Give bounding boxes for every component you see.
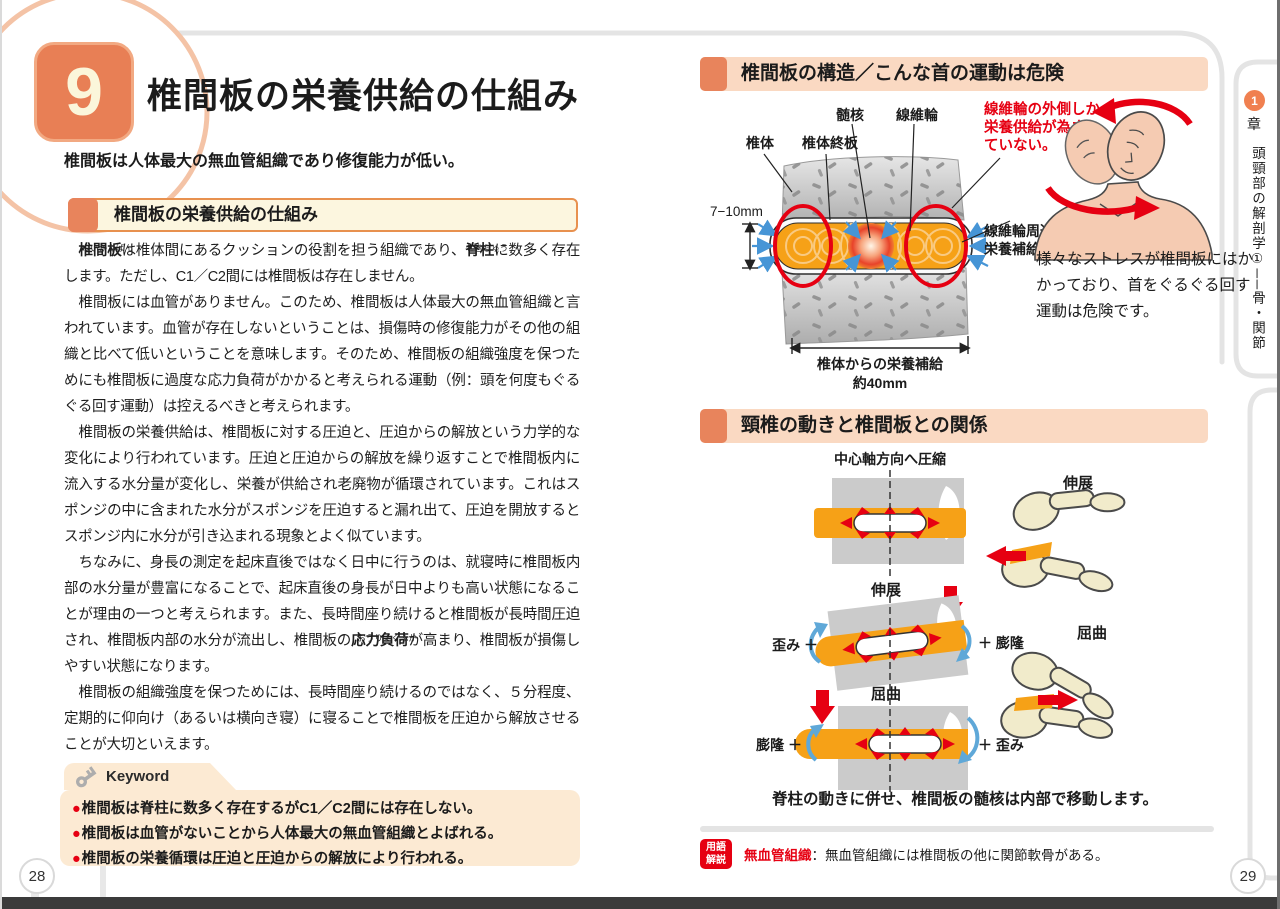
extension-spine-figure: [986, 462, 1132, 602]
furigana: ついかんばん: [81, 243, 133, 253]
glossary-divider: [700, 826, 1214, 832]
nucleus-pulposus: [848, 223, 894, 269]
lead-sentence: 椎間板は人体最大の無血管組織であり修復能力が低い。: [64, 153, 464, 170]
label-body-supply: 椎体からの栄養補給: [816, 356, 944, 372]
extension-diagram: [815, 595, 969, 691]
disc-diagram: [769, 217, 973, 275]
bullet-icon: ●: [72, 851, 81, 867]
cervical-movement-figure: 中心軸方向へ圧縮 伸展 伸展: [756, 451, 1132, 792]
label-axial-compression: 中心軸方向へ圧縮: [834, 451, 946, 467]
label-extension: 伸展: [870, 581, 901, 599]
furigana: せきちゅう: [465, 243, 509, 253]
keyword-tab: Keyword: [64, 763, 236, 790]
chapter-tab-number: 1: [1251, 93, 1258, 108]
page-number-right: 29: [1230, 858, 1266, 894]
text-segment: 椎間板の栄養供給は、椎間板に対する圧迫と、圧迫からの解放という力学的な変化により…: [64, 425, 580, 545]
article: ついかんばん椎間板は椎体間にあるクッションの役割を担う組織であり、せきちゅう脊柱…: [64, 238, 580, 758]
bullet-icon: ●: [72, 826, 81, 842]
body-paragraph: 椎間板の組織強度を保つためには、長時間座り続けるのではなく、５分程度、定期的に仰…: [64, 680, 580, 758]
keyword-item: ●椎間板の栄養循環は圧迫と圧迫からの解放により行われる。: [72, 851, 473, 867]
red-note-line3: ていない。: [984, 137, 1057, 154]
text-segment: おうりょくふか応力負荷: [351, 633, 417, 649]
body-paragraph: ちなみに、身長の測定を起床直後ではなく日中に行うのは、就寝時に椎間板内部の水分量…: [64, 550, 580, 680]
glossary-badge-line2: 解説: [706, 855, 726, 866]
furigana: おうりょくふか: [357, 633, 417, 643]
key-icon: [76, 765, 97, 787]
keyword-label: Keyword: [106, 768, 170, 785]
figure2-accent-bar: [700, 409, 727, 443]
label-peripheral-supply2: 栄養補給: [983, 241, 1041, 257]
flexion-down-arrow: [810, 690, 835, 724]
body-paragraph: 椎間板には血管がありません。このため、椎間板は人体最大の無血管組織と言われていま…: [64, 290, 580, 420]
footer-bar: [0, 897, 1280, 909]
keyword-box: ●椎間板は脊柱に数多く存在するがC1／C2間には存在しない。 ●椎間板は血管がない…: [60, 790, 580, 867]
label-nucleus: 髄核: [836, 107, 864, 123]
chapter-tab-suffix: 章: [1247, 116, 1261, 132]
glossary-badge: 用語 解説: [700, 839, 732, 869]
figure1-caption: 様々なストレスが椎間板にはかかっており、首をぐるぐる回す運動は危険です。: [1036, 251, 1254, 320]
bullet-icon: ●: [72, 801, 81, 817]
glossary-text: 無血管組織：無血管組織には椎間板の他に関節軟骨がある。: [744, 844, 1109, 864]
glossary-badge-line1: 用語: [706, 841, 726, 853]
figure1-accent-bar: [700, 57, 727, 91]
chapter-number: 9: [65, 54, 103, 130]
text-segment: ちなみに、身長の測定を起床直後ではなく日中に行うのは、就寝時に椎間板内部の水分量…: [64, 555, 580, 649]
chapter-tab-badge: 1: [1244, 90, 1265, 111]
section-header: 椎間板の栄養供給の仕組み: [68, 198, 578, 232]
page-title: 椎間板の栄養供給の仕組み: [147, 77, 580, 116]
glossary-definition: ：無血管組織には椎間板の他に関節軟骨がある。: [811, 848, 1109, 863]
glossary-row: 用語 解説 無血管組織：無血管組織には椎間板の他に関節軟骨がある。: [700, 839, 1109, 869]
figure1-title: 椎間板の構造／こんな首の運動は危険: [741, 63, 1065, 84]
label-plus-bulge: ＋ 膨隆: [978, 635, 1025, 651]
label-disc-height: 7−10mm: [710, 204, 763, 219]
index-tab-2-outline: [1247, 387, 1280, 881]
compression-diagram: [814, 470, 966, 580]
figure2-header: 頸椎の動きと椎間板との関係: [700, 409, 1208, 443]
body-paragraph: ついかんばん椎間板は椎体間にあるクッションの役割を担う組織であり、せきちゅう脊柱…: [64, 238, 580, 290]
flexion-diagram: [795, 706, 968, 790]
section-title: 椎間板の栄養供給の仕組み: [114, 205, 318, 224]
figure2-title: 頸椎の動きと椎間板との関係: [741, 415, 988, 436]
label-extension-spine: 伸展: [1062, 474, 1093, 492]
upper-vertebra-block: [781, 156, 965, 227]
page-number-left: 28: [19, 858, 55, 894]
keyword-item: ●椎間板は脊柱に数多く存在するがC1／C2間には存在しない。: [72, 801, 482, 817]
text-segment: ついかんばん椎間板: [79, 243, 133, 259]
flexion-spine-figure: [998, 646, 1127, 754]
label-plus-distortion: ＋ 歪み: [978, 737, 1024, 753]
lower-vertebra-block: [781, 264, 969, 345]
text-segment: せきちゅう脊柱: [465, 243, 508, 259]
label-flexion: 屈曲: [871, 685, 901, 703]
label-endplate: 椎体終板: [801, 135, 859, 151]
text-segment: が高まり、椎間板が損傷しやすい状態になります。: [64, 633, 580, 675]
section-accent-bar: [68, 198, 98, 232]
figure2-caption: 脊柱の動きに併せ、椎間板の髄核は内部で移動します。: [772, 791, 1158, 808]
label-annulus: 線維輪: [896, 107, 939, 123]
text-segment: 椎間板には血管がありません。このため、椎間板は人体最大の無血管組織と言われていま…: [64, 295, 580, 415]
text-segment: 椎間板の組織強度を保つためには、長時間座り続けるのではなく、５分程度、定期的に仰…: [64, 685, 580, 753]
glossary-term: 無血管組織: [744, 848, 812, 863]
label-vertebral-body: 椎体: [745, 135, 775, 151]
label-disc-width: 約40mm: [853, 375, 907, 391]
label-flexion-spine: 屈曲: [1077, 624, 1107, 642]
body-paragraph: 椎間板の栄養供給は、椎間板に対する圧迫と、圧迫からの解放という力学的な変化により…: [64, 420, 580, 550]
keyword-item: ●椎間板は血管がないことから人体最大の無血管組織とよばれる。: [72, 826, 503, 842]
red-note-line1: 線維輪の外側しか: [984, 100, 1100, 118]
text-segment: は椎体間にあるクッションの役割を担う組織であり、: [121, 243, 466, 259]
chapter-number-box: 9: [34, 42, 134, 142]
chapter-tab-label: 頭頸部の解剖学①──骨・関節: [1250, 146, 1265, 351]
disc-structure-figure: 7−10mm 椎体 椎体終板 髄核 線維輪 線維輪の外側しか 栄養供給が為され …: [710, 98, 1213, 391]
label-distortion-plus: 歪み ＋: [772, 637, 818, 653]
page-edge-left: [0, 0, 2, 909]
label-bulge-plus: 膨隆 ＋: [756, 737, 802, 753]
figure1-header: 椎間板の構造／こんな首の運動は危険: [700, 57, 1208, 91]
